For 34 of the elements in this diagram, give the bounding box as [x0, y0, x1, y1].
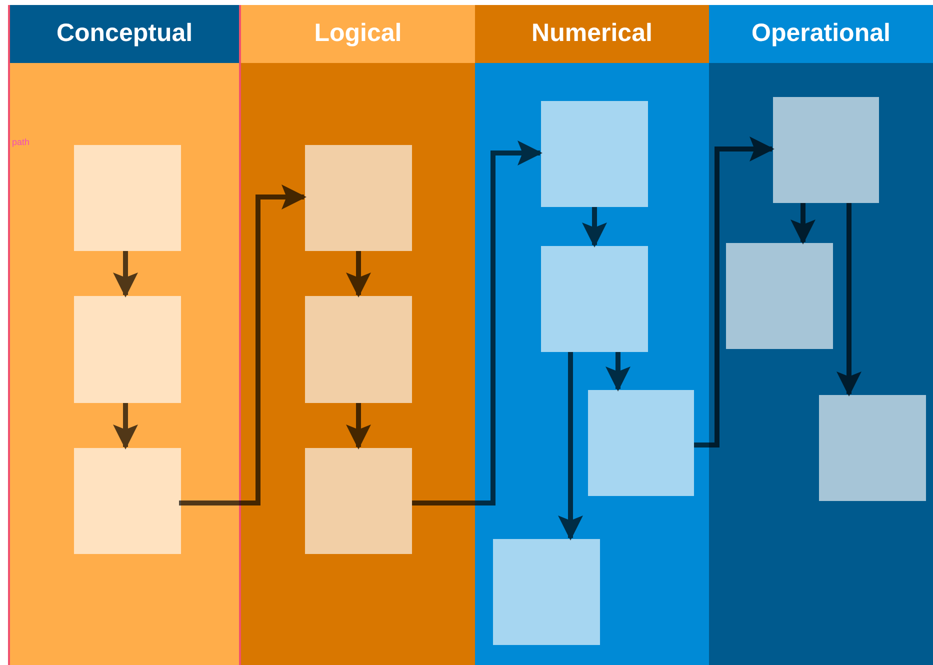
lane-heading: Numerical — [532, 18, 652, 50]
process-box — [74, 448, 181, 554]
process-box — [588, 390, 694, 496]
process-box — [726, 243, 833, 349]
process-box — [305, 145, 412, 251]
process-box — [74, 145, 181, 251]
arrow — [346, 403, 371, 450]
process-box — [305, 296, 412, 403]
arrow — [558, 352, 583, 540]
process-box — [74, 296, 181, 403]
arrow — [606, 352, 630, 392]
arrow — [179, 184, 306, 506]
swimlane — [8, 5, 241, 665]
process-box — [493, 539, 600, 645]
process-box — [541, 246, 648, 352]
arrow — [694, 136, 774, 448]
process-box — [541, 101, 648, 207]
swimlane — [241, 5, 475, 665]
lane-heading: Operational — [752, 18, 890, 50]
lane-heading: Logical — [314, 18, 402, 50]
arrow — [113, 403, 138, 450]
arrow — [582, 207, 607, 248]
arrow — [836, 203, 862, 396]
lane-heading: Conceptual — [56, 18, 193, 50]
swimlane — [475, 5, 709, 665]
process-box — [305, 448, 412, 554]
process-box — [819, 395, 926, 501]
arrow — [412, 140, 542, 506]
swimlane — [709, 5, 933, 665]
process-box — [773, 97, 879, 203]
arrow — [790, 203, 816, 244]
arrow — [346, 251, 371, 298]
arrow — [113, 251, 138, 298]
annotation-label: path — [12, 138, 30, 147]
